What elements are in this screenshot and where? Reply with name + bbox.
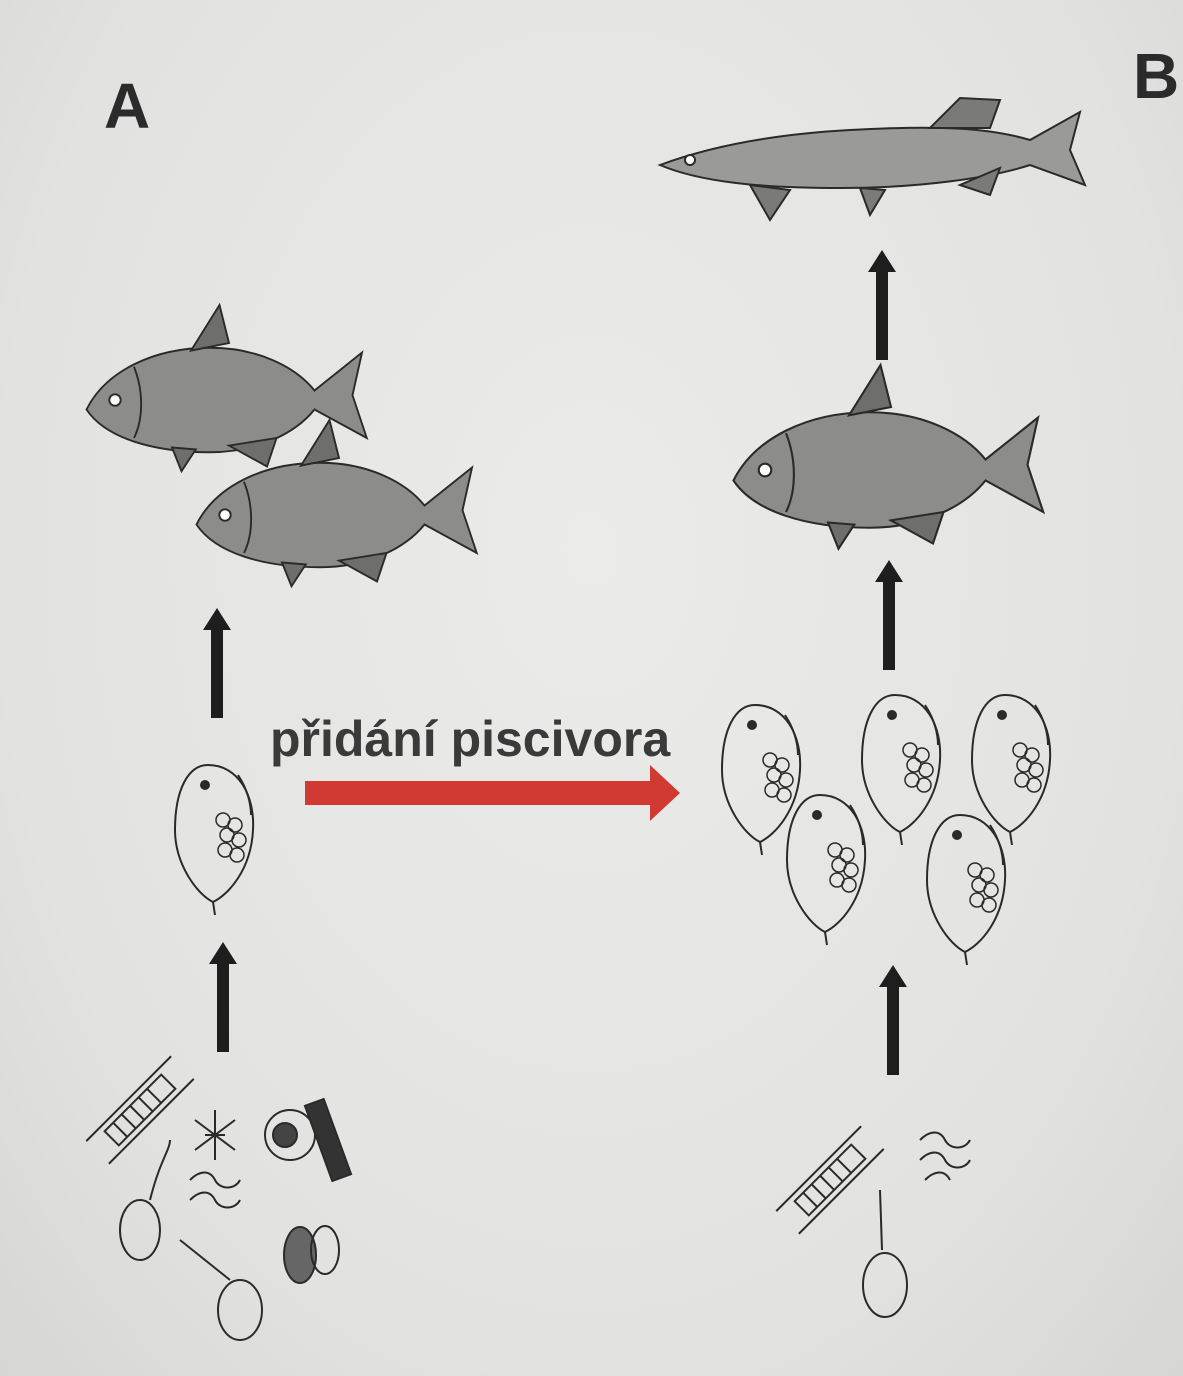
daphnia-b2 bbox=[862, 695, 940, 845]
transition-arrow bbox=[305, 765, 680, 821]
arrow-up-a1 bbox=[203, 608, 231, 718]
arrow-up-b2 bbox=[875, 560, 903, 670]
daphnia-b5 bbox=[927, 815, 1005, 965]
arrow-up-b1 bbox=[868, 250, 896, 360]
algae-cluster-a bbox=[86, 1056, 351, 1340]
daphnia-a1 bbox=[175, 765, 253, 915]
daphnia-b4 bbox=[787, 795, 865, 945]
algae-cluster-b bbox=[776, 1126, 970, 1317]
pike-fish bbox=[660, 98, 1085, 220]
arrow-up-a2 bbox=[209, 942, 237, 1052]
bream-fish-b1 bbox=[734, 365, 1044, 549]
arrow-up-b3 bbox=[879, 965, 907, 1075]
